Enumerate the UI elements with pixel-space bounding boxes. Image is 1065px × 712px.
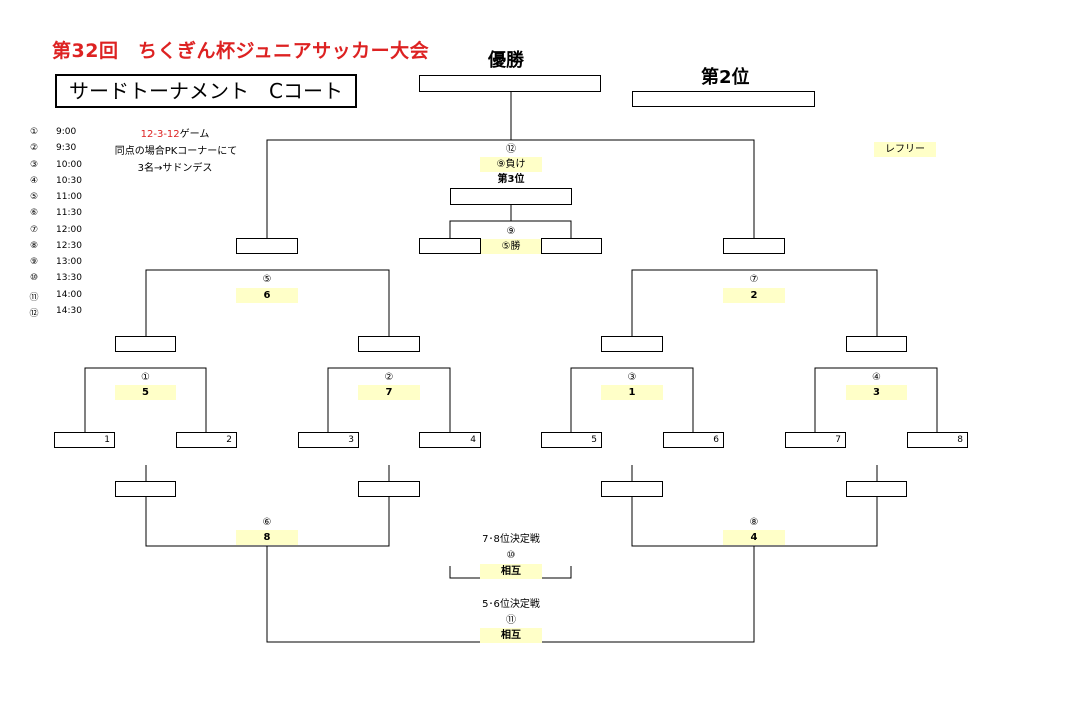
semifinal-slot bbox=[115, 336, 176, 352]
match-3-number: ③ bbox=[627, 372, 637, 383]
match-1-referee: 5 bbox=[115, 385, 176, 400]
schedule-time: 14:30 bbox=[56, 306, 82, 316]
tournament-title: 第32回 ちくぎん杯ジュニアサッカー大会 bbox=[52, 40, 430, 62]
consolation-slot bbox=[846, 481, 907, 497]
team-slot: 5 bbox=[541, 432, 602, 448]
match-9-referee: ⑤勝 bbox=[480, 239, 542, 254]
game-format-suffix: ゲーム bbox=[179, 129, 210, 140]
schedule-time: 9:30 bbox=[56, 143, 77, 153]
schedule-time: 13:00 bbox=[56, 257, 82, 267]
schedule-number: ⑫ bbox=[29, 309, 39, 319]
schedule-time: 11:30 bbox=[56, 208, 82, 218]
schedule-time: 10:30 bbox=[56, 176, 82, 186]
schedule-number: ③ bbox=[29, 160, 39, 170]
game-format-time: 12-3-12 bbox=[140, 129, 180, 140]
match-10-number: ⑩ bbox=[506, 550, 516, 561]
court-title: サードトーナメント Cコート bbox=[55, 74, 357, 108]
sudden-death-note: 3名→サドンデス bbox=[137, 163, 213, 174]
team-slot: 2 bbox=[176, 432, 237, 448]
match-1-number: ① bbox=[141, 372, 150, 383]
schedule-time: 10:00 bbox=[56, 160, 82, 170]
consolation-slot bbox=[601, 481, 663, 497]
match-8-number: ⑧ bbox=[749, 517, 759, 528]
schedule-time: 13:30 bbox=[56, 273, 82, 283]
third-place-slot-left bbox=[419, 238, 481, 254]
schedule-number: ① bbox=[29, 127, 39, 137]
match-4-number: ④ bbox=[872, 372, 881, 383]
team-slot: 7 bbox=[785, 432, 846, 448]
match-11-referee: 相互 bbox=[480, 628, 542, 643]
match-2-referee: 7 bbox=[358, 385, 420, 400]
schedule-number: ④ bbox=[29, 176, 39, 186]
semifinal-slot bbox=[846, 336, 907, 352]
referee-label: レフリー bbox=[874, 142, 936, 157]
team-slot: 1 bbox=[54, 432, 115, 448]
match-6-number: ⑥ bbox=[262, 517, 272, 528]
match-10-referee: 相互 bbox=[480, 564, 542, 579]
match-7-referee: 2 bbox=[723, 288, 785, 303]
match-8-referee: 4 bbox=[723, 530, 785, 545]
team-slot: 4 bbox=[419, 432, 481, 448]
consolation-slot bbox=[115, 481, 176, 497]
match-11-number: ⑪ bbox=[506, 615, 516, 626]
match-5-referee: 6 bbox=[236, 288, 298, 303]
match-5-number: ⑤ bbox=[262, 274, 272, 285]
team-slot: 8 bbox=[907, 432, 968, 448]
match-11-title: 5･6位決定戦 bbox=[482, 599, 540, 610]
schedule-time: 9:00 bbox=[56, 127, 77, 137]
team-slot: 6 bbox=[663, 432, 724, 448]
second-place-label: 第2位 bbox=[701, 67, 750, 88]
match-3-referee: 1 bbox=[601, 385, 663, 400]
schedule-number: ② bbox=[29, 143, 39, 153]
schedule-time: 11:00 bbox=[56, 192, 82, 202]
match-6-referee: 8 bbox=[236, 530, 298, 545]
final-slot-left bbox=[236, 238, 298, 254]
consolation-slot bbox=[358, 481, 420, 497]
schedule-number: ⑥ bbox=[29, 208, 39, 218]
schedule-time: 12:30 bbox=[56, 241, 82, 251]
second-place-box bbox=[632, 91, 815, 107]
schedule-number: ⑨ bbox=[29, 257, 39, 267]
match-12-number: ⑫ bbox=[506, 144, 516, 155]
schedule-time: 14:00 bbox=[56, 290, 82, 300]
match-4-referee: 3 bbox=[846, 385, 907, 400]
match-12-referee: ⑨負け bbox=[480, 157, 542, 172]
schedule-number: ⑦ bbox=[29, 225, 39, 235]
team-slot: 3 bbox=[298, 432, 359, 448]
champion-label: 優勝 bbox=[488, 50, 524, 71]
third-place-slot-right bbox=[541, 238, 602, 254]
match-9-number: ⑨ bbox=[506, 226, 516, 237]
semifinal-slot bbox=[358, 336, 420, 352]
tie-rule-note: 同点の場合PKコーナーにて bbox=[114, 146, 238, 157]
schedule-number: ⑧ bbox=[29, 241, 39, 251]
match-2-number: ② bbox=[384, 372, 394, 383]
game-format-note: 12-3-12ゲーム bbox=[110, 125, 240, 140]
third-place-label: 第3位 bbox=[497, 174, 525, 185]
final-slot-right bbox=[723, 238, 785, 254]
schedule-number: ⑪ bbox=[29, 293, 39, 303]
schedule-time: 12:00 bbox=[56, 225, 82, 235]
third-place-box bbox=[450, 188, 572, 205]
match-7-number: ⑦ bbox=[749, 274, 759, 285]
champion-box bbox=[419, 75, 601, 92]
match-10-title: 7･8位決定戦 bbox=[482, 534, 540, 545]
semifinal-slot bbox=[601, 336, 663, 352]
schedule-number: ⑤ bbox=[29, 192, 39, 202]
schedule-number: ⑩ bbox=[29, 273, 39, 283]
